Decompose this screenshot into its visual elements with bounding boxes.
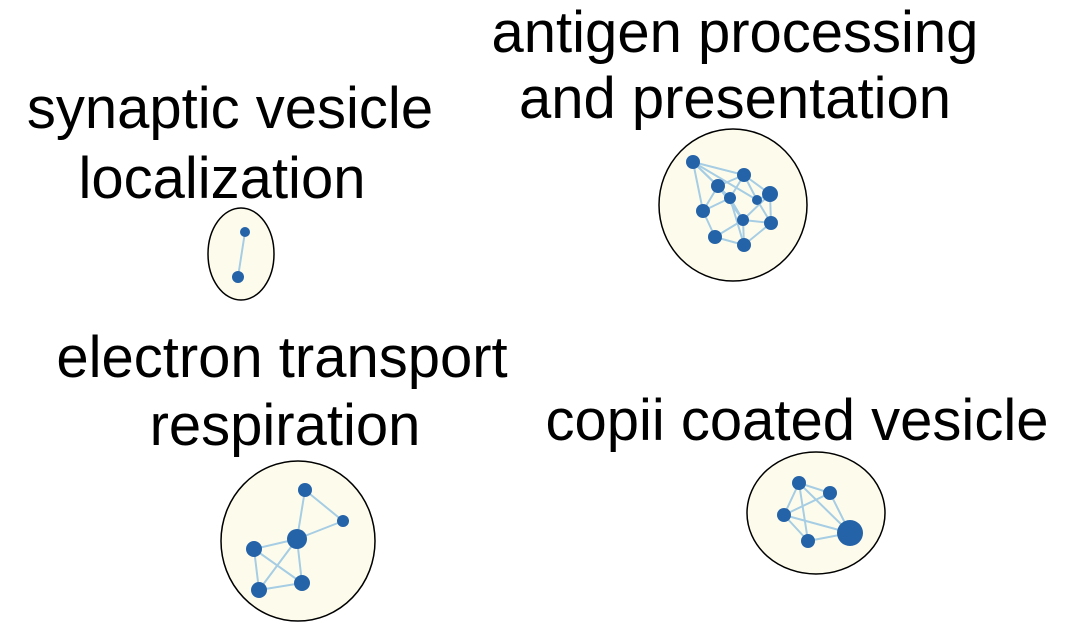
network-node — [337, 515, 349, 527]
network-edge — [258, 538, 298, 591]
cluster-synaptic-vesicle: synaptic vesicle localization — [27, 76, 433, 301]
node-group — [246, 483, 349, 598]
cluster-antigen-processing: antigen processing and presentation — [492, 0, 979, 282]
cluster-label-line: synaptic vesicle — [27, 76, 433, 141]
network-node — [287, 529, 307, 549]
cluster-electron-transport: electron transport respiration — [56, 325, 508, 622]
network-node — [708, 230, 722, 244]
node-group — [686, 155, 778, 252]
network-node — [294, 575, 310, 591]
network-edge — [253, 548, 303, 584]
network-node — [696, 204, 710, 218]
cluster-label-line: copii coated vesicle — [546, 388, 1049, 453]
cluster-label-line: localization — [79, 146, 366, 211]
cluster-copii-coated-vesicle: copii coated vesicle — [546, 388, 1049, 575]
network-node — [298, 483, 312, 497]
network-edge — [692, 161, 745, 176]
network-node — [801, 534, 815, 548]
network-node — [823, 486, 837, 500]
network-node — [686, 155, 700, 169]
network-edge — [798, 482, 809, 542]
network-node — [792, 476, 806, 490]
network-edge — [692, 161, 704, 212]
network-node — [752, 195, 762, 205]
network-node — [764, 216, 778, 230]
node-group — [777, 476, 863, 548]
cluster-boundary — [746, 451, 886, 575]
network-node — [724, 192, 736, 204]
network-node — [837, 520, 863, 546]
network-edge — [729, 197, 745, 246]
network-node — [737, 168, 751, 182]
network-node — [251, 582, 267, 598]
cluster-label-line: respiration — [150, 393, 421, 458]
network-node — [762, 186, 778, 202]
node-group — [232, 227, 250, 283]
network-node — [711, 179, 725, 193]
network-node — [737, 238, 751, 252]
network-node — [777, 508, 791, 522]
network-edge — [692, 161, 758, 201]
network-edge — [783, 492, 831, 516]
network-node — [240, 227, 250, 237]
edge-group — [237, 231, 246, 278]
cluster-label-line: electron transport — [56, 325, 507, 390]
cluster-label-line: antigen processing — [492, 0, 979, 65]
network-edge — [304, 489, 344, 522]
cluster-label-line: and presentation — [519, 66, 951, 131]
network-node — [737, 214, 749, 226]
network-node — [246, 541, 262, 557]
network-edge — [237, 231, 246, 278]
network-node — [232, 271, 244, 283]
